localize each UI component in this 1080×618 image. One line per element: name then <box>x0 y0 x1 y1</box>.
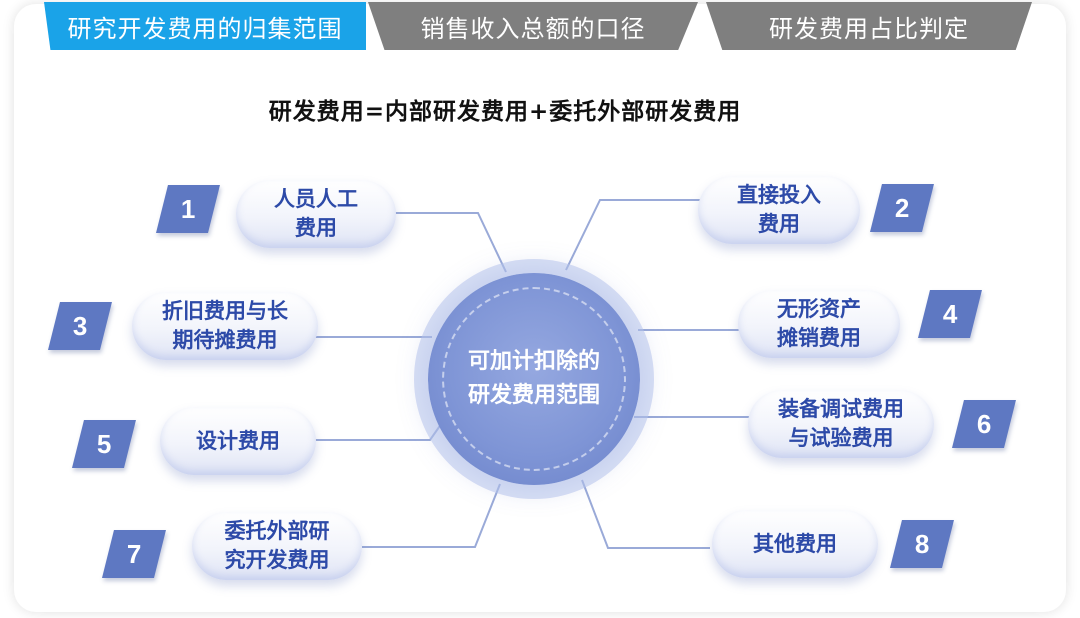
formula-text: 研发费用=内部研发费用+委托外部研发费用 <box>268 99 742 125</box>
number-label-6: 6 <box>976 408 992 439</box>
item-design-cost: 设计费用 <box>160 407 316 475</box>
tab-sales-revenue-scope[interactable]: 销售收入总额的口径 <box>368 2 698 50</box>
tab-rd-ratio-determination[interactable]: 研发费用占比判定 <box>706 2 1032 50</box>
item-depreciation-amortization: 折旧费用与长期待摊费用 <box>132 292 318 360</box>
center-line-1: 可加计扣除的 <box>467 349 600 374</box>
number-label-8: 8 <box>914 528 930 559</box>
item-4-line-1: 无形资产 <box>777 297 861 321</box>
item-1-line-1: 人员人工 <box>274 187 358 211</box>
item-other-cost: 其他费用 <box>712 510 878 578</box>
center-circle: 可加计扣除的 研发费用范围 <box>428 273 640 485</box>
item-direct-input-cost: 直接投入费用 <box>698 176 860 244</box>
center-line-2: 研发费用范围 <box>467 383 600 408</box>
center-dashed-ring <box>442 287 626 471</box>
item-personnel-labor-cost: 人员人工费用 <box>236 180 396 248</box>
item-7-line-1: 委托外部研 <box>224 519 330 543</box>
number-label-2: 2 <box>894 192 910 223</box>
item-3-line-2: 期待摊费用 <box>172 328 278 352</box>
item-outsourced-rd-cost: 委托外部研究开发费用 <box>192 512 362 580</box>
item-2-line-2: 费用 <box>758 212 800 236</box>
item-7-line-2: 究开发费用 <box>224 548 330 572</box>
number-label-4: 4 <box>942 298 958 329</box>
number-label-7: 7 <box>126 538 142 569</box>
item-6-line-2: 与试验费用 <box>788 426 894 450</box>
number-label-3: 3 <box>72 310 88 341</box>
item-4-line-2: 摊销费用 <box>777 326 861 350</box>
item-equipment-testing-cost: 装备调试费用与试验费用 <box>748 390 934 458</box>
item-2-line-1: 直接投入 <box>737 183 821 207</box>
item-8-line-1: 其他费用 <box>753 531 837 556</box>
item-6-line-1: 装备调试费用 <box>778 397 904 421</box>
item-1-line-2: 费用 <box>295 216 337 240</box>
item-intangible-amortization: 无形资产摊销费用 <box>738 290 900 358</box>
tab-rd-expense-scope[interactable]: 研究开发费用的归集范围 <box>44 2 366 50</box>
number-label-5: 5 <box>96 428 112 459</box>
center-text: 可加计扣除的 研发费用范围 <box>459 345 609 413</box>
number-label-1: 1 <box>180 193 196 224</box>
item-3-line-1: 折旧费用与长 <box>162 299 288 323</box>
item-5-line-1: 设计费用 <box>196 428 280 453</box>
